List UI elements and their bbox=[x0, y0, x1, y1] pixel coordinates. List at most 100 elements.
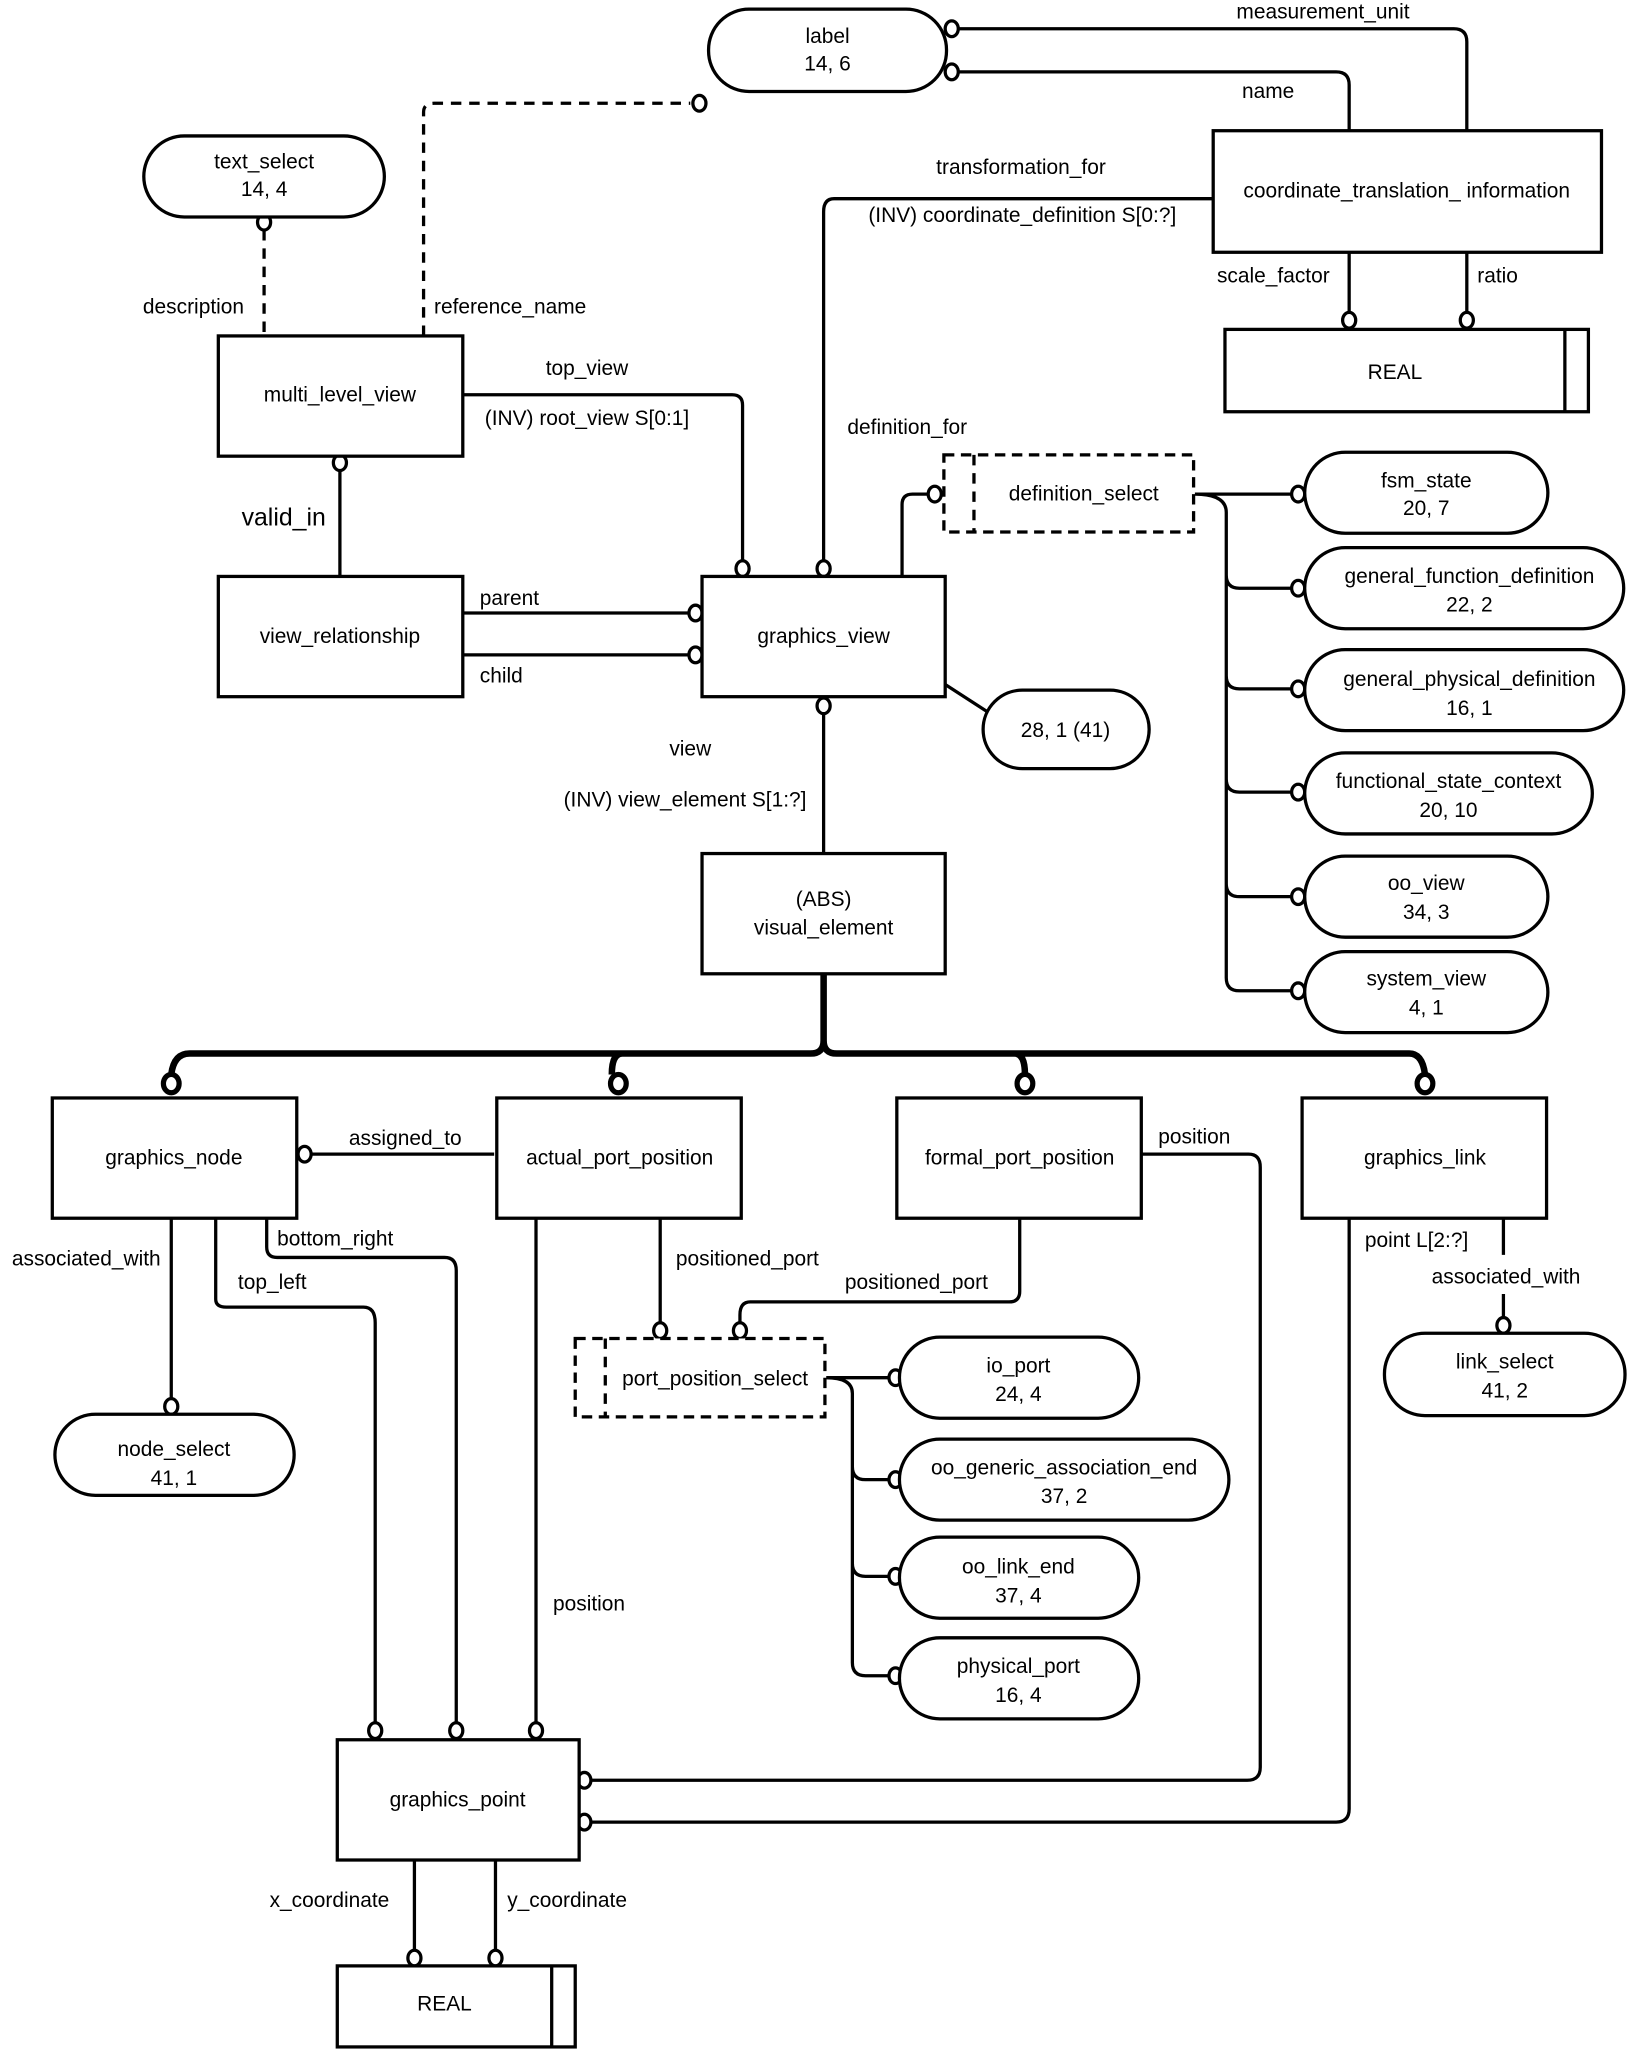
label-positioned-port-actual: positioned_port bbox=[676, 1247, 819, 1270]
entity-name: actual_port_position bbox=[526, 1147, 713, 1170]
entity-name: system_view bbox=[1366, 968, 1487, 991]
circle bbox=[163, 1396, 180, 1416]
entity-graphics-point[interactable]: graphics_point bbox=[335, 1738, 581, 1862]
label-top-view: top_view bbox=[546, 357, 629, 380]
circle bbox=[1290, 981, 1307, 1001]
entity-ref: 16, 4 bbox=[995, 1684, 1042, 1707]
entity-general-function-definition[interactable]: general_function_definition 22, 2 bbox=[1303, 546, 1626, 631]
entity-port-position-select[interactable]: port_position_select bbox=[573, 1336, 827, 1419]
entity-name: REAL bbox=[1368, 361, 1423, 384]
entity-oo-generic-association-end[interactable]: oo_generic_association_end 37, 2 bbox=[897, 1437, 1231, 1522]
circle bbox=[367, 1721, 384, 1741]
line-def-select-tree bbox=[1194, 492, 1292, 993]
circle bbox=[406, 1948, 423, 1968]
line-page-ref bbox=[943, 682, 990, 714]
entity-ref: 14, 6 bbox=[804, 53, 851, 76]
circle bbox=[1014, 1071, 1036, 1096]
entity-name: graphics_point bbox=[390, 1788, 526, 1811]
label-view-element: (INV) view_element S[1:?] bbox=[564, 788, 807, 811]
entity-ref: 20, 7 bbox=[1403, 497, 1450, 520]
entity-actual-port-position[interactable]: actual_port_position bbox=[495, 1096, 743, 1220]
entity-io-port[interactable]: io_port 24, 4 bbox=[897, 1335, 1141, 1420]
entity-real-bottom[interactable]: REAL bbox=[335, 1964, 577, 2049]
circle bbox=[731, 1321, 749, 1341]
circle bbox=[734, 559, 751, 579]
page-ref-text: 28, 1 (41) bbox=[1021, 719, 1111, 742]
label-view: view bbox=[669, 738, 712, 761]
entity-ref: 37, 2 bbox=[1041, 1485, 1088, 1508]
entity-visual-element[interactable]: (ABS) visual_element bbox=[700, 851, 947, 976]
entity-graphics-view[interactable]: graphics_view bbox=[700, 574, 947, 699]
entity-name: graphics_link bbox=[1364, 1147, 1487, 1170]
connectors bbox=[168, 27, 1506, 1951]
circle bbox=[652, 1321, 669, 1341]
entity-fsm-state[interactable]: fsm_state 20, 7 bbox=[1303, 450, 1550, 535]
entity-ref: 16, 1 bbox=[1446, 697, 1493, 720]
circle bbox=[1290, 484, 1307, 504]
line-positioned-port-formal bbox=[738, 1219, 1022, 1323]
line-top-left bbox=[214, 1219, 377, 1723]
label-reference-name: reference_name bbox=[434, 296, 586, 319]
label-associated-with-link: associated_with bbox=[1432, 1266, 1581, 1289]
entity-node-select[interactable]: node_select 41, 1 bbox=[53, 1412, 296, 1497]
circle bbox=[1458, 310, 1475, 330]
label-parent: parent bbox=[480, 587, 539, 610]
entity-name: oo_view bbox=[1388, 872, 1466, 895]
label-name: name bbox=[1242, 80, 1294, 103]
entity-definition-select[interactable]: definition_select bbox=[942, 453, 1196, 534]
entity-name: physical_port bbox=[957, 1655, 1080, 1678]
label-associated-with-node: associated_with bbox=[12, 1247, 161, 1270]
line-bottom-right bbox=[265, 1219, 458, 1723]
entity-graphics-link[interactable]: graphics_link bbox=[1300, 1096, 1549, 1220]
entity-ref: 41, 2 bbox=[1481, 1379, 1528, 1402]
entity-name: graphics_node bbox=[105, 1147, 242, 1170]
circle bbox=[1290, 578, 1307, 598]
entity-ref: 20, 10 bbox=[1419, 799, 1477, 822]
label-position-actual: position bbox=[553, 1592, 625, 1615]
circle bbox=[160, 1071, 182, 1096]
label-ratio: ratio bbox=[1477, 264, 1518, 287]
entity-name: oo_generic_association_end bbox=[931, 1456, 1197, 1479]
entity-name: text_select bbox=[214, 151, 314, 174]
label-definition-for: definition_for bbox=[847, 416, 967, 439]
label-valid-in: valid_in bbox=[242, 504, 326, 531]
circle bbox=[487, 1948, 504, 1968]
entity-view-relationship[interactable]: view_relationship bbox=[216, 574, 465, 699]
circle bbox=[943, 62, 960, 82]
entity-name: oo_link_end bbox=[962, 1556, 1075, 1579]
entity-formal-port-position[interactable]: formal_port_position bbox=[895, 1096, 1143, 1220]
entity-graphics-node[interactable]: graphics_node bbox=[50, 1096, 299, 1220]
entity-coordinate-translation-information[interactable]: coordinate_translation_ information bbox=[1211, 129, 1604, 254]
abstract-marker: (ABS) bbox=[796, 888, 852, 911]
label-root-view: (INV) root_view S[0:1] bbox=[485, 407, 690, 430]
page-reference-28-1[interactable]: 28, 1 (41) bbox=[981, 688, 1151, 771]
entity-link-select[interactable]: link_select 41, 2 bbox=[1382, 1331, 1627, 1418]
entity-system-view[interactable]: system_view 4, 1 bbox=[1303, 949, 1550, 1035]
entity-real-top[interactable]: REAL bbox=[1223, 327, 1591, 414]
entity-functional-state-context[interactable]: functional_state_context 20, 10 bbox=[1303, 751, 1594, 836]
entity-name: formal_port_position bbox=[925, 1147, 1114, 1170]
label-x-coordinate: x_coordinate bbox=[270, 1889, 390, 1912]
entity-name: view_relationship bbox=[260, 625, 420, 648]
label-measurement-unit: measurement_unit bbox=[1236, 0, 1409, 23]
circle bbox=[1290, 887, 1307, 907]
entity-oo-view[interactable]: oo_view 34, 3 bbox=[1303, 854, 1550, 939]
entity-label[interactable]: label 14, 6 bbox=[706, 7, 949, 94]
circle bbox=[1495, 1315, 1512, 1335]
entity-physical-port[interactable]: physical_port 16, 4 bbox=[897, 1636, 1141, 1721]
entity-ref: 4, 1 bbox=[1409, 996, 1444, 1019]
line-transformation-for bbox=[821, 197, 1214, 569]
entity-text-select[interactable]: text_select 14, 4 bbox=[142, 134, 386, 219]
entity-name: coordinate_translation_ information bbox=[1243, 179, 1570, 202]
line-supertype-tree bbox=[168, 973, 1429, 1075]
entity-name: definition_select bbox=[1009, 483, 1159, 506]
entity-general-physical-definition[interactable]: general_physical_definition 16, 1 bbox=[1303, 647, 1626, 733]
line-position-formal bbox=[590, 1152, 1262, 1782]
circle bbox=[943, 19, 960, 39]
entity-multi-level-view[interactable]: multi_level_view bbox=[216, 334, 465, 458]
circle bbox=[527, 1721, 545, 1741]
circle bbox=[1340, 310, 1358, 330]
entity-oo-link-end[interactable]: oo_link_end 37, 4 bbox=[897, 1535, 1141, 1620]
label-y-coordinate: y_coordinate bbox=[507, 1889, 627, 1912]
